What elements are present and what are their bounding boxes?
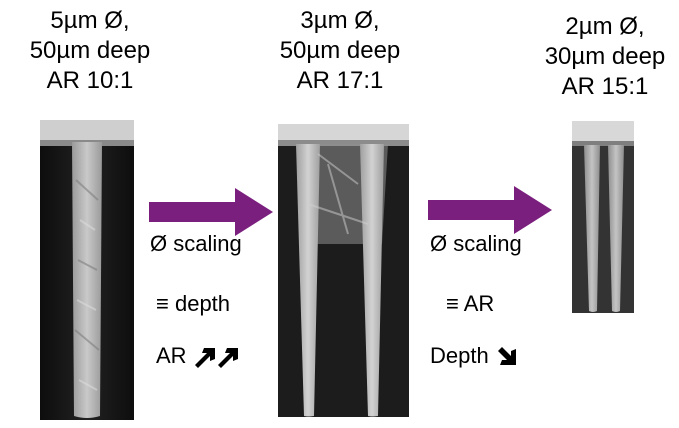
transition-2-line-1: Ø scaling (430, 231, 522, 256)
sem-image-5um-graphic (40, 120, 134, 420)
transition-2-line-2-text: AR (463, 291, 495, 316)
sem-image-5um-via (40, 120, 134, 420)
column-2-label: 3µm Ø, 50µm deep AR 17:1 (265, 6, 415, 96)
identical-symbol: ≡ (156, 291, 169, 316)
transition-1-line-2: ≡ depth (156, 291, 230, 317)
column-1-label: 5µm Ø, 50µm deep AR 10:1 (15, 6, 165, 96)
column-1-ar: AR 10:1 (46, 67, 134, 94)
transition-2-arrow (428, 186, 552, 234)
sem-image-3um-vias (278, 124, 409, 417)
double-up-right-arrow-icon (194, 348, 238, 369)
transition-1-arrow-shape (149, 188, 273, 236)
column-2-depth: 50µm deep (279, 37, 401, 64)
column-3-size: 2µm Ø, (565, 13, 645, 40)
column-2-ar: AR 17:1 (296, 67, 384, 94)
transition-2-line-3-text: Depth (430, 343, 489, 368)
transition-1-line-3: AR (156, 343, 241, 369)
column-3-depth: 30µm deep (544, 43, 666, 70)
transition-1-arrow (149, 188, 273, 236)
column-1-size: 5µm Ø, (50, 7, 130, 34)
down-right-arrow-icon (497, 347, 516, 366)
transition-2-line-2: ≡ AR (446, 291, 494, 317)
transition-1-line-3-text: AR (156, 343, 187, 368)
column-2-size: 3µm Ø, (300, 7, 380, 34)
sem-image-2um-vias (572, 121, 634, 313)
column-1-depth: 50µm deep (29, 37, 151, 64)
identical-symbol: ≡ (446, 291, 459, 316)
sem-image-2um-graphic (572, 121, 634, 313)
transition-1-line-1: Ø scaling (150, 231, 242, 256)
sem-image-3um-graphic (278, 124, 409, 417)
transition-2-arrow-shape (428, 186, 552, 234)
column-3-ar: AR 15:1 (561, 73, 649, 100)
transition-1-line-2-text: depth (174, 291, 231, 316)
column-3-label: 2µm Ø, 30µm deep AR 15:1 (530, 12, 679, 102)
transition-2-line-3: Depth (430, 343, 519, 369)
